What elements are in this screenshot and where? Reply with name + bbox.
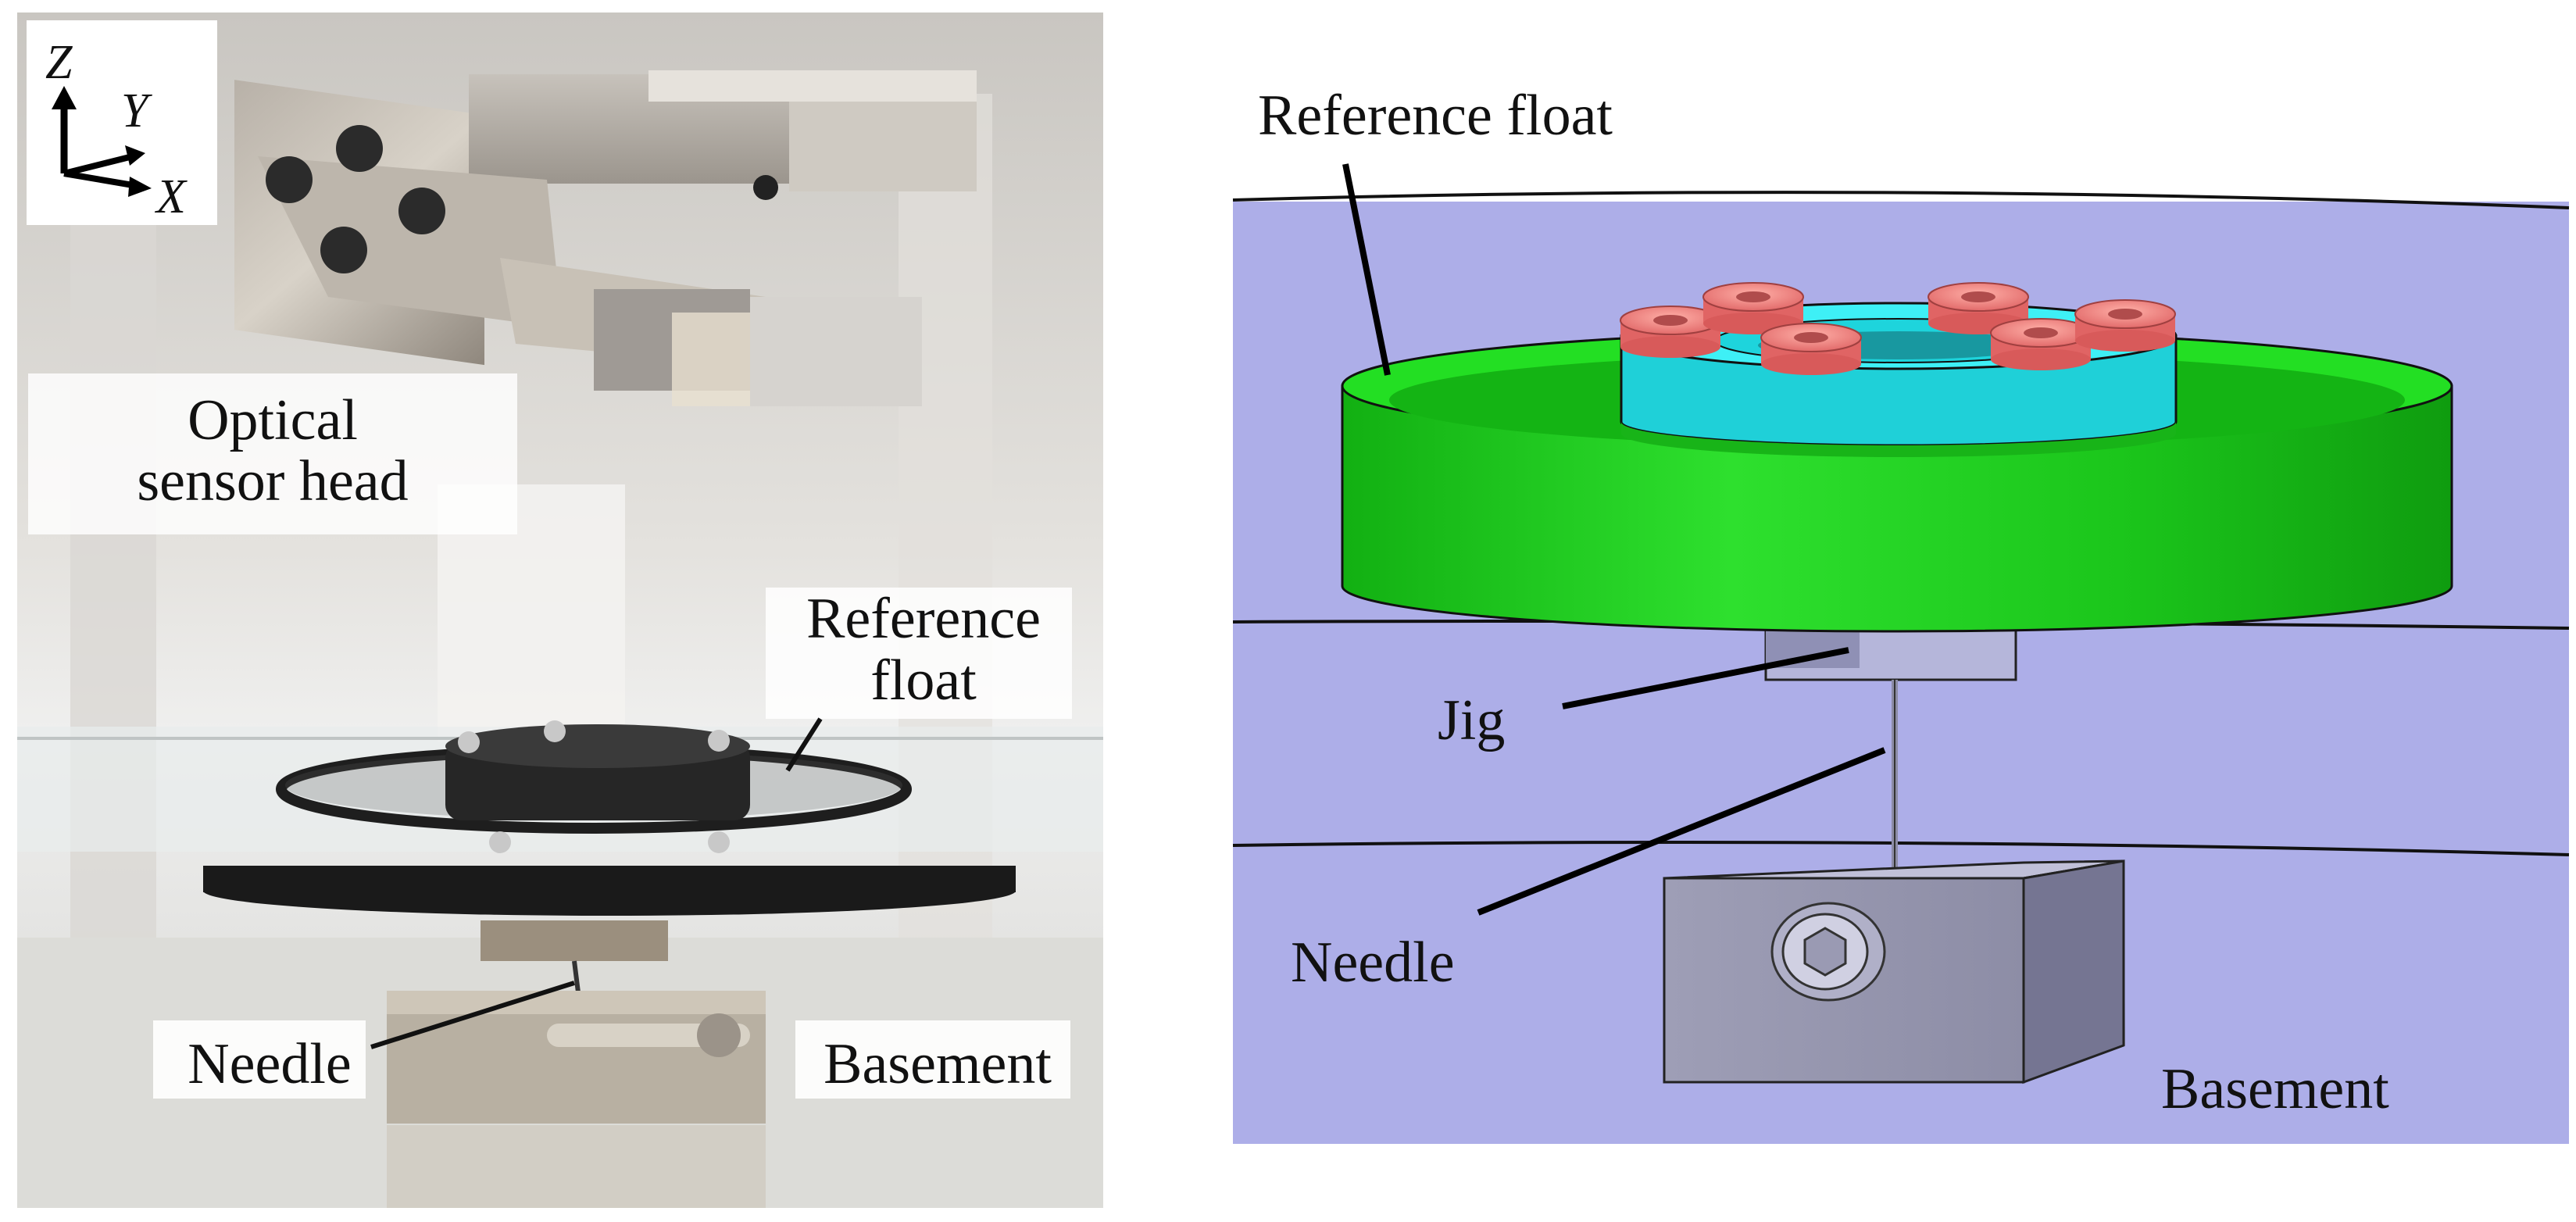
photo-reference-float [276,720,912,853]
cad-float-leader [1342,163,1391,376]
float-label-line2: float [870,649,977,713]
cad-needle-label: Needle [1291,931,1455,995]
cad-screws [1620,282,2176,375]
photo-jig [481,920,668,961]
float-label-box [766,588,1072,719]
optical-sensor-head [234,70,977,406]
photo-panel: Z Y X Optical sensor head Reference floa… [17,13,1103,1208]
needle-label-box [153,1020,366,1099]
y-axis-label: Y [121,84,152,138]
float-leader-line [785,717,823,772]
float-label-line1: Reference [806,587,1041,651]
photo-needle-label: Needle [188,1032,352,1096]
cad-panel: Reference float Jig Needle Basement [1232,84,2570,1144]
photo-basement-label: Basement [824,1032,1052,1096]
cad-reference-float-label: Reference float [1258,84,1613,148]
photo-needle [572,960,581,993]
cad-jig-label: Jig [1438,688,1505,752]
cad-jig-leader [1562,647,1849,709]
x-axis-label: X [154,170,188,223]
sensor-label-line1: Optical [188,388,358,452]
cad-basement-label: Basement [2161,1057,2389,1121]
z-axis-label: Z [45,36,73,89]
needle-leader-line [370,981,575,1049]
cad-reference-float [1341,302,2453,633]
sensor-label-line2: sensor head [137,449,408,513]
cad-needle-leader [1477,747,1886,916]
axes-indicator: Z Y X [27,20,217,225]
basement-label-box [795,1020,1070,1099]
sensor-label-box [28,373,517,534]
photo-basement [387,991,766,1208]
cad-basement [1663,859,2125,1084]
